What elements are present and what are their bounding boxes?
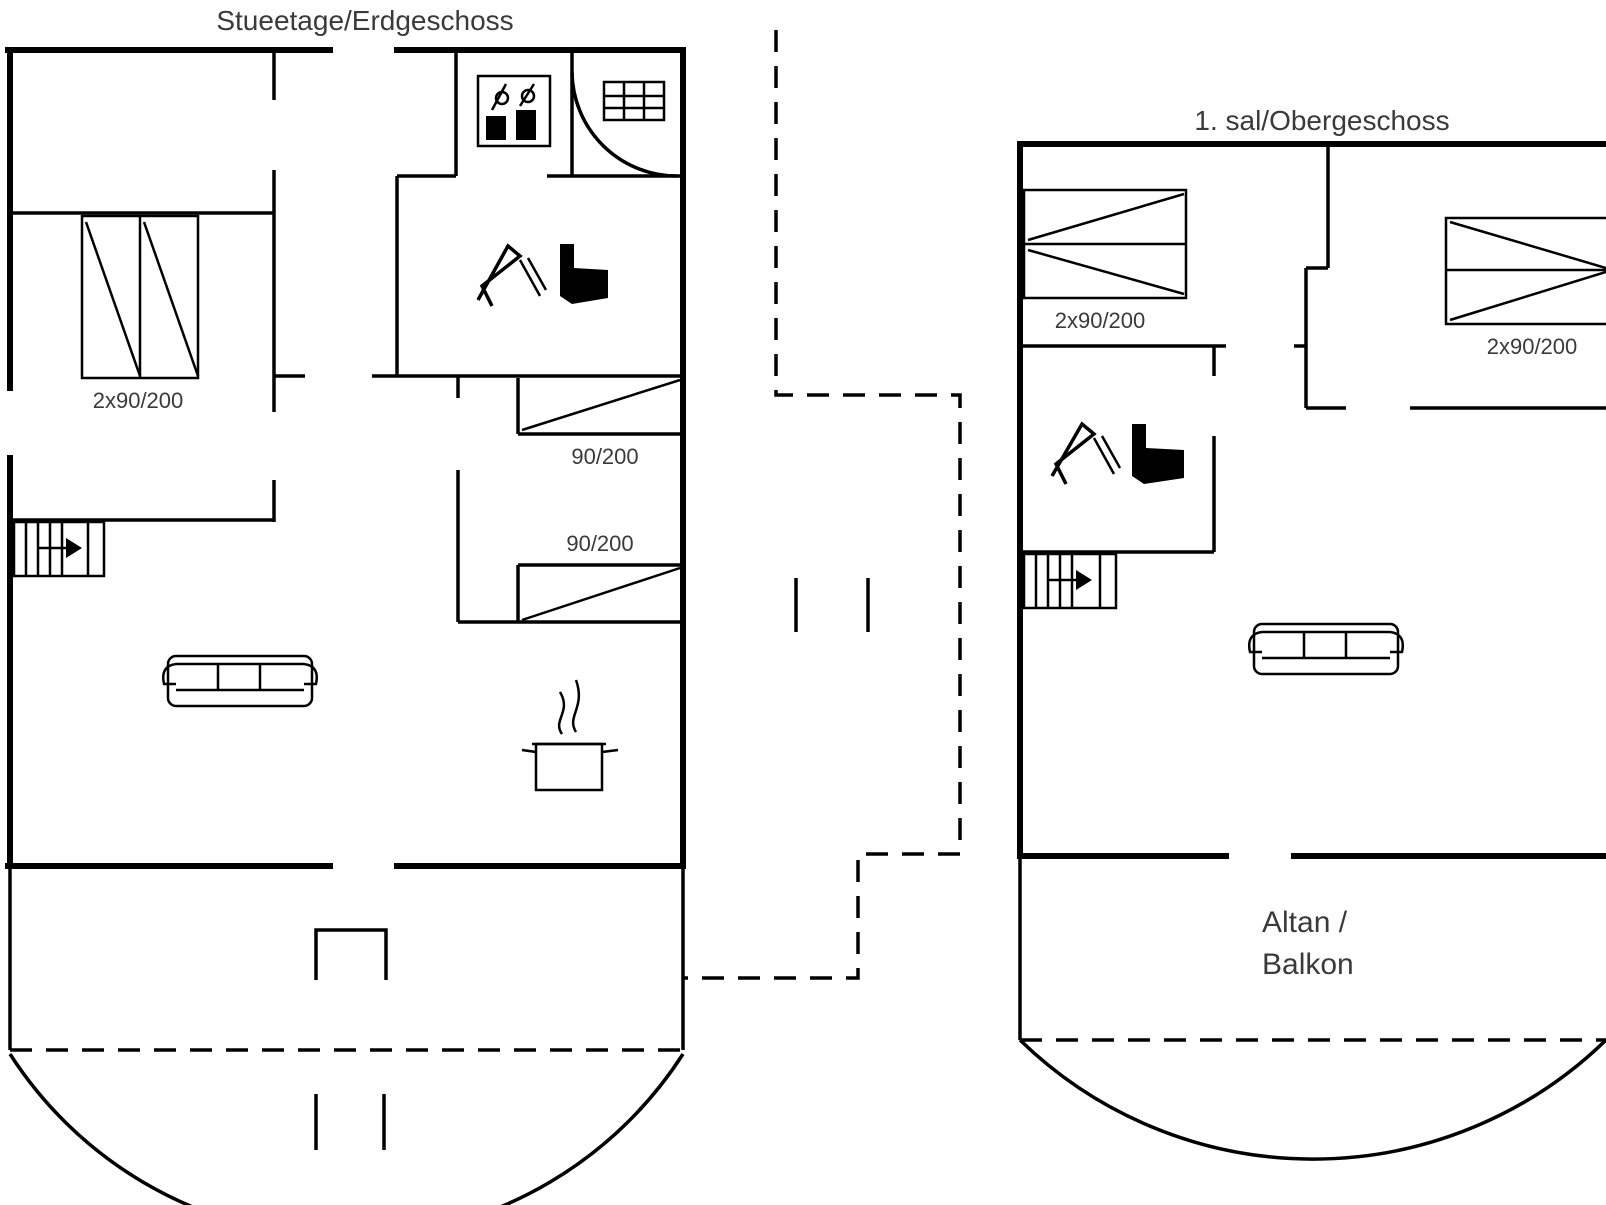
ground-interior-walls <box>10 50 683 624</box>
outdoor-area-outline <box>683 30 962 980</box>
balcony-label-line2: Balkon <box>1262 948 1354 981</box>
fireplace-outline <box>314 928 388 980</box>
cooking-pot-icon <box>521 679 619 792</box>
bed-label: 2x90/200 <box>1487 334 1578 359</box>
sofa-icon <box>1248 622 1404 676</box>
sauna-door-swing <box>570 71 678 178</box>
ground-outer-walls <box>5 47 686 869</box>
toilet-shower-icon <box>476 243 608 307</box>
balcony-label-line1: Altan / <box>1262 906 1348 939</box>
bed-label: 2x90/200 <box>93 388 184 413</box>
bed-icon <box>80 214 200 380</box>
bed-label: 2x90/200 <box>1055 308 1146 333</box>
ground-terrace <box>8 866 685 1205</box>
washer-dryer-icon <box>476 74 552 148</box>
ground-floor: Stueetage/Erdgeschoss <box>5 5 962 1205</box>
sofa-icon <box>162 654 318 708</box>
bed-icon <box>1444 216 1606 326</box>
bed-icon <box>521 566 681 622</box>
upper-outer-walls <box>1017 141 1606 859</box>
sauna-icon <box>602 80 666 122</box>
upper-floor-title: 1. sal/Obergeschoss <box>1194 105 1449 136</box>
upper-balcony <box>1018 856 1606 1161</box>
staircase-icon <box>12 520 106 578</box>
ground-floor-title: Stueetage/Erdgeschoss <box>216 5 513 36</box>
upper-interior-walls <box>1020 144 1606 554</box>
bed-label: 90/200 <box>566 531 633 556</box>
upper-floor: 1. sal/Obergeschoss 2x <box>1017 105 1606 1161</box>
toilet-shower-icon <box>1050 421 1184 485</box>
bed-label: 90/200 <box>571 444 638 469</box>
bed-icon <box>1022 188 1188 300</box>
bed-icon <box>521 378 681 432</box>
staircase-icon <box>1022 552 1118 610</box>
